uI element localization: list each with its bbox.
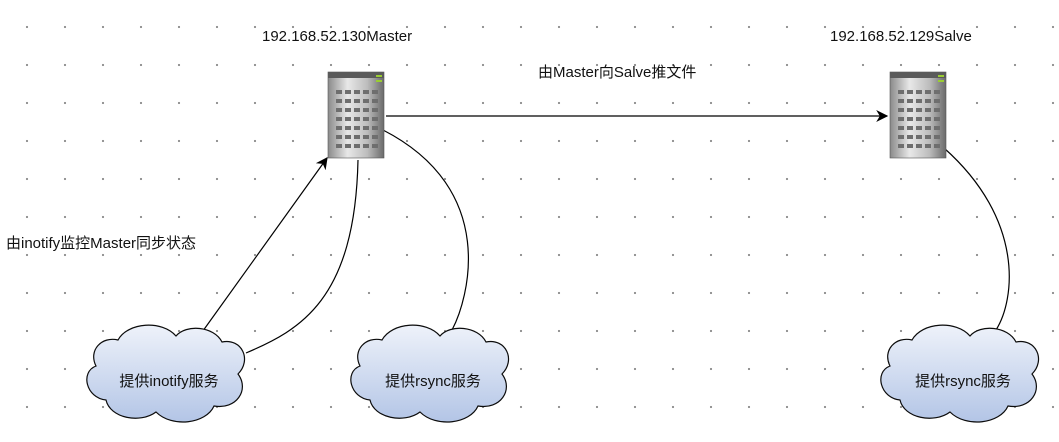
cloud-rsync-salve-label: 提供rsync服务 [915,373,1011,390]
cloud-rsync-master-label: 提供rsync服务 [385,373,481,390]
push-edge-label: 由Master向Salve推文件 [538,64,697,81]
cloud-inotify-shape [86,324,246,423]
cloud-inotify-label: 提供inotify服务 [119,373,219,390]
server-master-icon [327,71,385,159]
rsync-salve-curve [943,147,1010,331]
cloud-rsync-master-shape [350,324,510,423]
master-node-label: 192.168.52.130Master [262,28,413,45]
rsync-master-curve [382,129,469,331]
inotify-to-master-curve [245,159,359,354]
monitor-arrow [199,157,328,336]
cloud-inotify: 提供inotify服务 [86,322,252,422]
cloud-rsync-master: 提供rsync服务 [350,322,516,422]
server-salve-icon [889,71,947,159]
salve-node-label: 192.168.52.129Salve [830,28,972,45]
cloud-rsync-salve-shape [880,324,1040,423]
cloud-rsync-salve: 提供rsync服务 [880,322,1046,422]
monitor-edge-label: 由inotify监控Master同步状态 [6,235,197,252]
